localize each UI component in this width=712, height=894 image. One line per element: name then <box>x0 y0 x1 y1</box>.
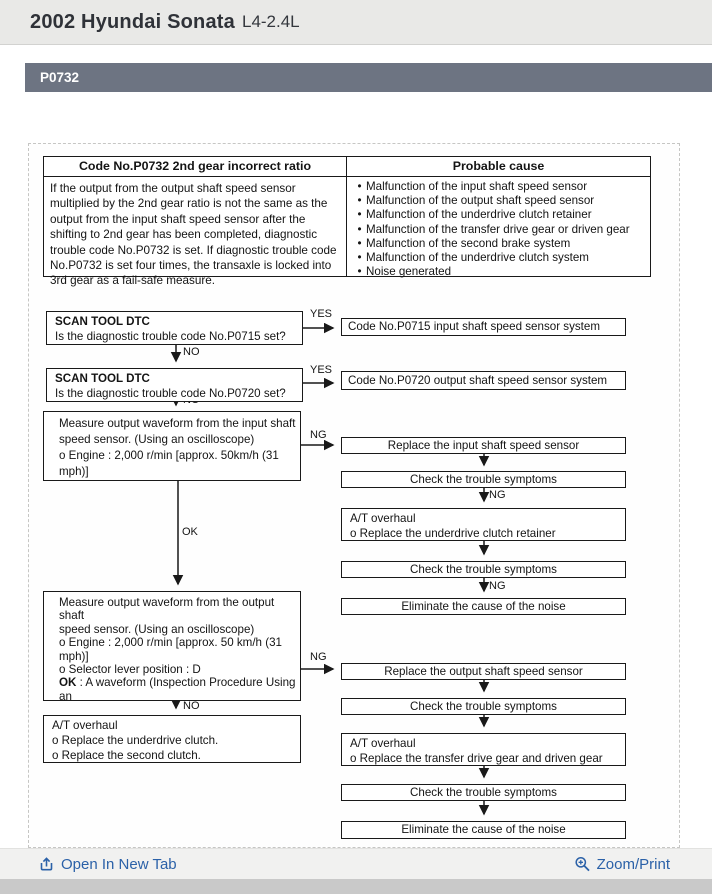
zoom-print-label: Zoom/Print <box>596 855 670 873</box>
bullet-icon: • <box>357 194 362 208</box>
flowchart-box-check-symptoms: Check the trouble symptoms <box>341 561 626 578</box>
scanned-diagnostic-page: Code No.P0732 2nd gear incorrect ratio I… <box>28 143 680 848</box>
box-line: speed sensor. (Using an oscilloscope) <box>59 433 255 446</box>
cause-text: Noise generated <box>366 265 452 279</box>
yes-label: YES <box>310 308 333 320</box>
ok-condition-label: OK <box>59 676 77 690</box>
box-title: SCAN TOOL DTC <box>55 315 150 328</box>
flowchart-box-check-symptoms: Check the trouble symptoms <box>341 471 626 488</box>
page-bottom-strip <box>0 879 712 894</box>
bullet-icon: • <box>357 222 362 236</box>
box-line: o Replace the underdrive clutch retainer <box>350 527 556 540</box>
no-label: NO <box>183 700 200 712</box>
open-in-new-tab-link[interactable]: Open In New Tab <box>38 856 177 873</box>
bullet-icon: • <box>357 265 362 279</box>
no-label: NO <box>183 346 200 358</box>
cause-text: Malfunction of the second brake system <box>366 236 571 250</box>
flowchart-box-replace-output-sensor: Replace the output shaft speed sensor <box>341 663 626 680</box>
code-description: If the output from the output shaft spee… <box>50 182 337 288</box>
box-line: Measure output waveform from the output … <box>59 596 275 623</box>
box-title: SCAN TOOL DTC <box>55 372 150 385</box>
flowchart-box-p0715-check: Code No.P0715 input shaft speed sensor s… <box>341 318 626 336</box>
dtc-description-table: Code No.P0732 2nd gear incorrect ratio I… <box>43 156 651 287</box>
flowchart-box-eliminate-noise: Eliminate the cause of the noise <box>341 821 626 839</box>
flowchart-box-check-symptoms: Check the trouble symptoms <box>341 698 626 715</box>
box-line: o Selector lever position : D <box>59 480 298 481</box>
zoom-print-link[interactable]: Zoom/Print <box>574 856 670 873</box>
box-title: A/T overhaul <box>52 719 118 732</box>
box-question: Is the diagnostic trouble code No.P0715 … <box>55 330 286 343</box>
cause-text: Malfunction of the input shaft speed sen… <box>366 180 588 193</box>
code-column-header: Code No.P0732 2nd gear incorrect ratio <box>44 157 346 177</box>
bullet-icon: • <box>357 251 362 265</box>
zoom-print-icon <box>575 856 590 871</box>
cause-text: Malfunction of the underdrive clutch sys… <box>366 251 589 265</box>
box-line: OK : A waveform (Inspection Procedure Us… <box>59 676 298 701</box>
yes-label: YES <box>310 364 333 376</box>
box-title: A/T overhaul <box>350 512 416 525</box>
dtc-code-label: P0732 <box>40 70 80 85</box>
ng-label: NG <box>310 651 327 663</box>
flowchart-box-scan-p0715: SCAN TOOL DTC Is the diagnostic trouble … <box>46 311 303 345</box>
box-line: speed sensor. (Using an oscilloscope) <box>59 622 255 636</box>
dtc-code-bar: P0732 <box>25 63 712 92</box>
bullet-icon: • <box>357 236 362 250</box>
flowchart-box-check-symptoms: Check the trouble symptoms <box>341 784 626 801</box>
page-header: 2002 Hyundai Sonata L4-2.4L <box>0 0 712 45</box>
flowchart-box-overhaul-clutch: A/T overhaul o Replace the underdrive cl… <box>43 715 301 763</box>
cause-column-header: Probable cause <box>347 157 650 177</box>
box-line: o Selector lever position : D <box>59 663 201 677</box>
ok-label: OK <box>182 526 198 538</box>
bullet-icon: • <box>357 180 362 193</box>
box-line: Measure output waveform from the input s… <box>59 417 296 430</box>
flowchart-box-overhaul-transfer-gear: A/T overhaul o Replace the transfer driv… <box>341 733 626 766</box>
open-in-new-tab-icon <box>40 856 53 870</box>
flowchart-box-measure-output: Measure output waveform from the output … <box>43 591 301 701</box>
cause-text: Malfunction of the transfer drive gear o… <box>366 222 630 236</box>
cause-text: Malfunction of the output shaft speed se… <box>366 194 595 208</box>
box-line-text: : A waveform (Inspection Procedure Using… <box>59 676 296 701</box>
box-line: o Engine : 2,000 r/min [approx. 50km/h (… <box>59 449 279 478</box>
box-line: o Replace the transfer drive gear and dr… <box>350 752 603 765</box>
open-in-new-tab-label: Open In New Tab <box>61 855 177 873</box>
cause-item: • Malfunction of the second brake system <box>353 237 646 251</box>
box-line: o Replace the second clutch. <box>52 749 201 762</box>
cause-item: • Noise generated <box>353 265 646 279</box>
box-line: o Engine : 2,000 r/min [approx. 50 km/h … <box>59 636 282 663</box>
flowchart-box-overhaul-retainer: A/T overhaul o Replace the underdrive cl… <box>341 508 626 541</box>
box-question: Is the diagnostic trouble code No.P0720 … <box>55 387 286 400</box>
flowchart-box-p0720-check: Code No.P0720 output shaft speed sensor … <box>341 371 626 390</box>
table-column-cause: Probable cause • Malfunction of the input… <box>347 157 650 279</box>
flowchart-box-eliminate-noise: Eliminate the cause of the noise <box>341 598 626 615</box>
cause-item: • Malfunction of the underdrive clutch sy… <box>353 251 646 265</box>
bullet-icon: • <box>357 208 362 222</box>
vehicle-title: 2002 Hyundai Sonata <box>30 10 235 33</box>
flowchart-box-replace-input-sensor: Replace the input shaft speed sensor <box>341 437 626 454</box>
ng-label: NG <box>310 429 327 441</box>
flowchart-box-measure-input: Measure output waveform from the input s… <box>43 411 301 481</box>
cause-item: • Malfunction of the output shaft speed s… <box>353 194 646 208</box>
flowchart-box-scan-p0720: SCAN TOOL DTC Is the diagnostic trouble … <box>46 368 303 402</box>
footer-bar: Open In New Tab Zoom/Print <box>0 848 712 879</box>
cause-item: • Malfunction of the transfer drive gear … <box>353 223 646 237</box>
probable-cause-list: • Malfunction of the input shaft speed se… <box>347 177 650 279</box>
engine-subtitle: L4-2.4L <box>241 12 300 31</box>
table-column-code: Code No.P0732 2nd gear incorrect ratio I… <box>44 157 347 287</box>
ng-label: NG <box>489 489 506 501</box>
cause-item: • Malfunction of the underdrive clutch re… <box>353 208 646 222</box>
cause-item: • Malfunction of the input shaft speed se… <box>353 180 646 194</box>
box-line: o Replace the underdrive clutch. <box>52 734 219 747</box>
box-title: A/T overhaul <box>350 737 416 750</box>
cause-text: Malfunction of the underdrive clutch ret… <box>366 208 592 222</box>
ng-label: NG <box>489 580 506 592</box>
